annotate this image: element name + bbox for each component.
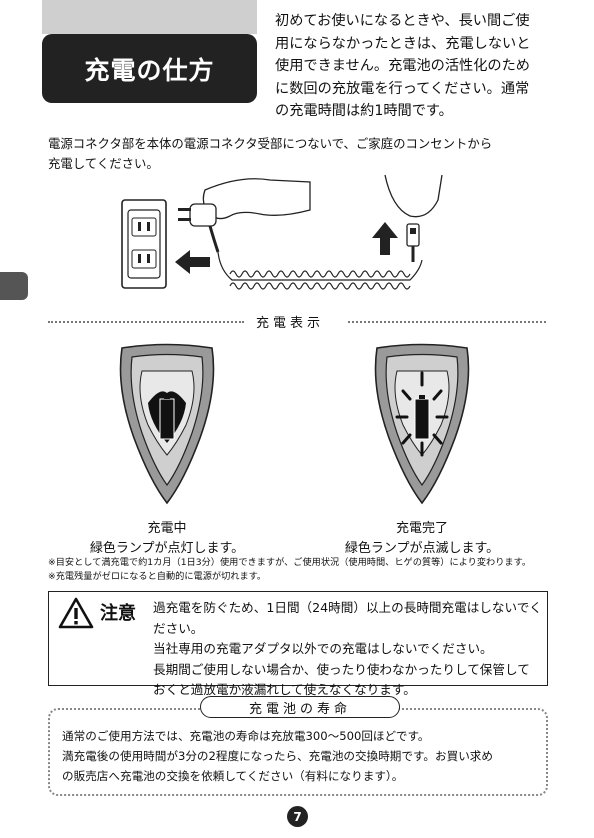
intro-line: 用にならなかったときは、充電しないと — [275, 35, 531, 52]
intro-line: 初めてお使いになるときや、長い間ご使 — [275, 13, 530, 29]
lead-text: 電源コネクタ部を本体の電源コネクタ受部につないで、ご家庭のコンセントから 充電し… — [48, 134, 558, 174]
note-line: ※目安として満充電で約1カ月（1日3分）使用できますが、ご使用状況（使用時間、ヒ… — [48, 557, 532, 568]
caution-line: 過充電を防ぐため、1日間（24時間）以上の長時間充電はしないでください。 — [153, 600, 542, 636]
battery-life-title: 充電池の寿命 — [200, 696, 400, 718]
charging-illustration — [121, 174, 443, 290]
caution-line: 当社専用の充電アダプタ以外での充電はしないでください。 — [153, 641, 493, 656]
complete-desc: 緑色ランプが点滅します。 — [344, 541, 500, 556]
chapter-tab — [0, 272, 28, 300]
lead-line: 充電してください。 — [48, 156, 159, 171]
arrow-left-icon — [175, 250, 210, 274]
battery-icon — [414, 398, 430, 440]
hand-with-plug — [178, 178, 311, 253]
shaver-complete-illustration — [374, 343, 470, 505]
shaver-connector — [384, 174, 443, 262]
intro-line: 使用できません。充電池の活性化のため — [275, 58, 530, 74]
caution-text: 過充電を防ぐため、1日間（24時間）以上の長時間充電はしないでください。 当社専… — [153, 598, 548, 701]
caution-box — [48, 591, 548, 686]
lamp-blink-rays — [395, 371, 449, 457]
intro-line: の充電時間は約1時間です。 — [275, 103, 453, 119]
warning-triangle-icon — [58, 597, 94, 629]
caution-line: 長期間ご使用しない場合か、使ったり使わなかったりして保管して — [153, 661, 530, 677]
page-title: 充電の仕方 — [42, 34, 257, 103]
notes: ※目安として満充電で約1カ月（1日3分）使用できますが、ご使用状況（使用時間、ヒ… — [48, 556, 568, 584]
battery-life-line: の販売店へ充電池の交換を依頼してください（有料になります）。 — [62, 769, 404, 783]
caution-label: 注意 — [100, 603, 136, 624]
intro-text: 初めてお使いになるときや、長い間ご使 用にならなかったときは、充電しないと 使用… — [275, 10, 565, 123]
coiled-cord — [217, 251, 423, 290]
header-gray-band — [42, 0, 257, 34]
battery-icon — [159, 398, 175, 440]
wall-outlet — [121, 199, 167, 289]
battery-life-line: 通常のご使用方法では、充電池の寿命は充放電300～500回ほどです。 — [62, 729, 430, 743]
note-line: ※充電残量がゼロになると自動的に電源が切れます。 — [48, 571, 267, 582]
divider-left — [48, 321, 244, 323]
charging-desc: 緑色ランプが点灯します。 — [89, 541, 245, 556]
indicator-section-title: 充電表示 — [256, 312, 325, 331]
page-number: 7 — [287, 806, 308, 827]
divider-right — [348, 321, 546, 323]
arrow-up-icon — [372, 222, 398, 255]
battery-life-text: 通常のご使用方法では、充電池の寿命は充放電300～500回ほどです。 満充電後の… — [62, 726, 552, 786]
complete-title: 充電完了 — [395, 521, 448, 536]
lead-line: 電源コネクタ部を本体の電源コネクタ受部につないで、ご家庭のコンセントから — [48, 136, 493, 151]
charging-title: 充電中 — [147, 521, 187, 536]
shaver-charging-illustration — [119, 343, 215, 505]
battery-life-line: 満充電後の使用時間が3分の2程度になったら、充電池の交換時期です。お買い求め — [62, 749, 493, 763]
caution-line: おくと過放電か液漏れして使えなくなります。 — [153, 682, 416, 697]
intro-line: に数回の充放電を行ってください。通常 — [275, 80, 530, 97]
